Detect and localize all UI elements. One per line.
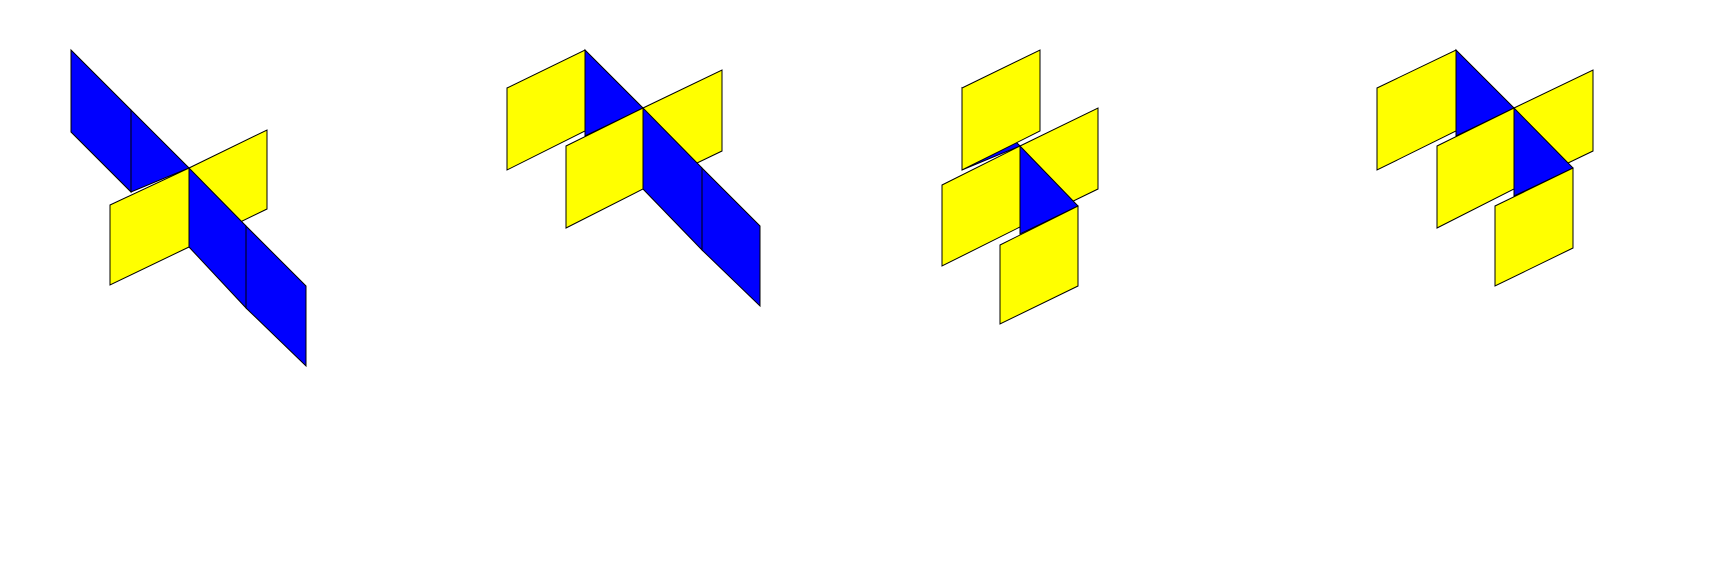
figure-2 xyxy=(506,48,761,308)
face-3b-yellow xyxy=(961,49,1041,171)
face-4f-yellow xyxy=(1494,167,1574,287)
face-1a-blue xyxy=(70,48,132,194)
face-3f-yellow xyxy=(999,205,1079,325)
face-4e-yellow xyxy=(1436,107,1515,229)
face-2f-blue xyxy=(701,166,761,308)
face-3e-yellow xyxy=(941,145,1021,267)
face-1f-blue xyxy=(245,224,307,368)
figure-3 xyxy=(941,49,1099,325)
figure-4 xyxy=(1376,48,1594,287)
face-4b-yellow xyxy=(1376,49,1457,171)
face-2b-yellow xyxy=(506,49,586,171)
face-1b-blue xyxy=(130,108,190,193)
figure-1 xyxy=(70,48,307,368)
face-1d-yellow xyxy=(109,167,190,286)
